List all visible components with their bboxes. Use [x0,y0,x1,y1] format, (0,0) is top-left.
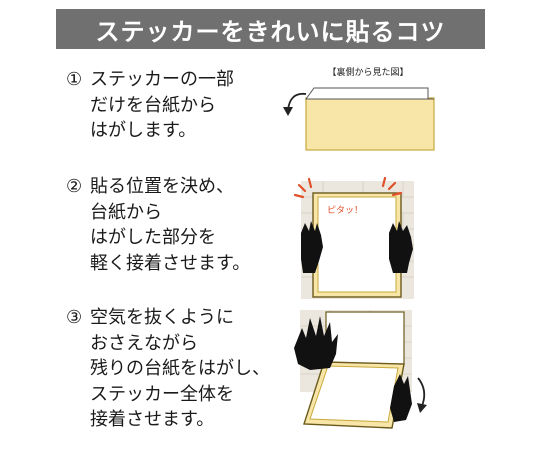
step-1-caption: 【裏側から見た図】 [327,66,408,78]
step-3-marker: ③ [66,307,83,328]
pita-caption: ピタッ！ [327,205,363,216]
peel-arrow-head-icon [283,107,293,116]
step-1: ① ステッカーの一部 だけを台紙から はがします。 [66,67,234,144]
sticker-inner [317,196,397,293]
pressing-hand-icon [294,316,338,370]
step-2-line-3: はがした部分を [90,227,216,248]
step-2: ② 貼る位置を決め、 台紙から はがした部分を 軽く接着させます。 [66,174,250,276]
step-2-line-1: 貼る位置を決め、 [90,176,234,197]
step-3-line-4: ステッカー全体を [90,383,234,405]
title-banner: ステッカーをきれいに貼るコツ [56,9,485,49]
peeling-hand-icon [390,374,412,422]
backing-paper-shape [305,87,429,100]
step-3: ③ 空気を抜くように おさえながら 残りの台紙をはがし、 ステッカー全体を 接着さ… [66,305,270,433]
step-1-illustration: 【裏側から見た図】 [283,66,435,151]
sticker-back-shape [305,97,435,151]
burst-left-icon [293,177,313,199]
down-arrow-icon [417,377,426,407]
step-1-line-1: ステッカーの一部 [90,69,234,90]
left-hand-icon [301,221,323,273]
step-3-line-2: おさえながら [90,332,198,354]
down-arrow-head-icon [417,403,427,413]
step-2-line-4: 軽く接着させます。 [90,252,251,274]
right-hand-icon [389,221,413,273]
step-1-line-2: だけを台紙から [90,94,216,116]
step-3-line-3: 残りの台紙をはがし、 [90,358,270,379]
step-3-line-5: 接着させます。 [90,409,215,430]
step-2-marker: ② [66,176,83,197]
peeling-sticker-inner [309,365,399,423]
step-2-illustration: ピタッ！ [293,177,414,299]
page-title: ステッカーをきれいに貼るコツ [95,17,446,46]
step-1-marker: ① [66,69,83,90]
step-3-line-1: 空気を抜くように [90,307,234,328]
burst-right-icon [381,177,403,197]
step-3-illustration [294,310,427,429]
step-2-line-2: 台紙から [90,201,162,223]
step-1-line-3: はがします。 [90,120,197,141]
attached-sticker [325,311,405,365]
